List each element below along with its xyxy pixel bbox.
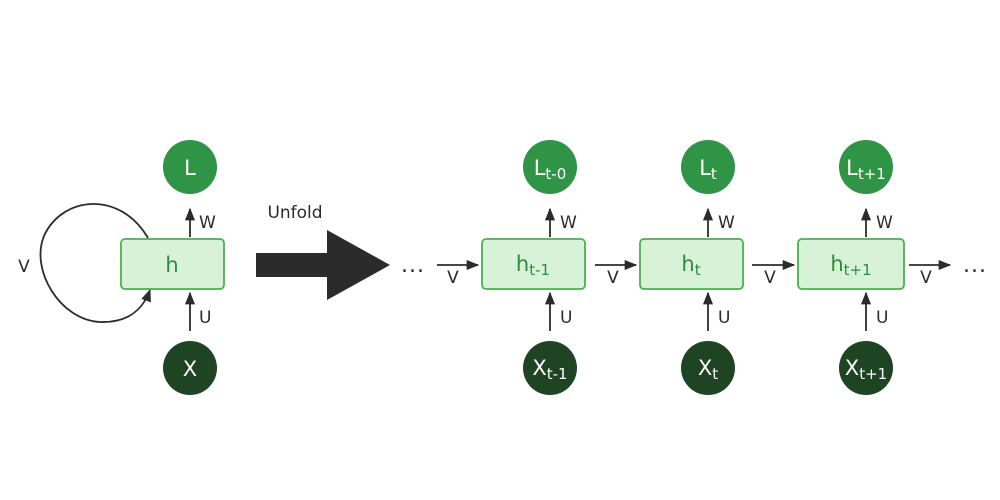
input-node — [681, 341, 735, 395]
w-label: W — [199, 213, 216, 233]
output-node — [523, 140, 577, 194]
u-label: U — [718, 308, 730, 328]
u-label: U — [560, 308, 572, 328]
input-node-label: Xt — [698, 356, 718, 383]
hidden-state-label: ht+1 — [830, 252, 871, 279]
hidden-state-label: h — [165, 253, 178, 277]
v-label: V — [447, 268, 459, 288]
hidden-state-label: ht-1 — [516, 252, 550, 279]
output-node-label: L — [184, 156, 196, 180]
time-step: Lt+1 W ht+1 U Xt+1 — [797, 140, 905, 395]
hidden-state-box — [120, 238, 225, 290]
output-node — [681, 140, 735, 194]
input-node — [163, 341, 217, 395]
hidden-state-label: ht — [681, 252, 700, 279]
v-label: V — [920, 268, 932, 288]
time-step: Lt-0 W ht-1 U Xt-1 — [481, 140, 586, 395]
loop-v-label: V — [18, 257, 30, 277]
u-label: U — [876, 308, 888, 328]
hidden-state-box — [639, 238, 744, 290]
output-node-label: Lt — [699, 156, 717, 183]
folded-rnn: V L W h U X — [18, 140, 225, 395]
unfold-transition: Unfold — [256, 203, 390, 300]
time-step: Lt W ht U Xt — [639, 140, 744, 395]
unfold-label: Unfold — [267, 203, 322, 223]
output-node — [163, 140, 217, 194]
input-node — [523, 341, 577, 395]
w-label: W — [718, 213, 735, 233]
hidden-state-box — [481, 238, 586, 290]
recurrent-loop-arrow — [39, 203, 151, 323]
output-node — [839, 140, 893, 194]
w-label: W — [560, 213, 577, 233]
input-node-label: X — [183, 357, 197, 381]
v-label: V — [764, 268, 776, 288]
u-label: U — [199, 308, 211, 328]
output-node-label: Lt-0 — [534, 156, 567, 183]
hidden-state-box — [797, 238, 905, 290]
ellipsis-left: ... — [401, 253, 425, 278]
ellipsis-right: ... — [963, 253, 987, 278]
input-node — [839, 341, 893, 395]
unfolded-rnn: ... V V V V ... Lt-0 W ht-1 U Xt-1 Lt — [401, 140, 987, 395]
unfold-big-arrow — [256, 230, 390, 300]
v-label: V — [607, 268, 619, 288]
output-node-label: Lt+1 — [846, 156, 886, 183]
input-node-label: Xt+1 — [845, 356, 887, 383]
w-label: W — [876, 213, 893, 233]
input-node-label: Xt-1 — [532, 356, 567, 383]
